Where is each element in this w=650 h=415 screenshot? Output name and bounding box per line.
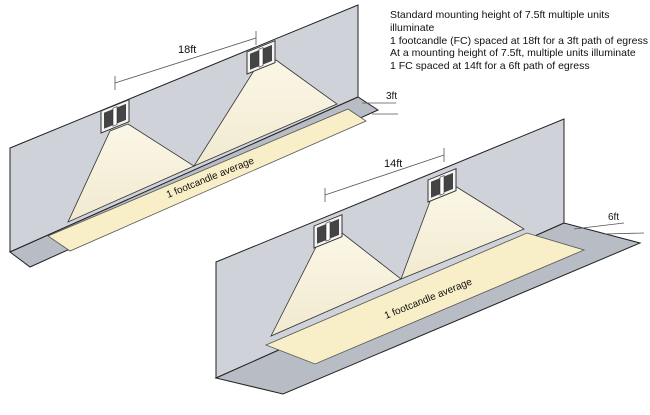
note-standard-line-2: 1 footcandle (FC) spaced at 18ft for a 3… [390,35,648,47]
note-standard-mounting: Standard mounting height of 7.5ft multip… [390,9,650,48]
note-alt-mounting: At a mounting height of 7.5ft, multiple … [390,47,636,73]
scene-top-spacing-label: 18ft [178,44,196,56]
emergency-light-fixture-icon [100,98,130,134]
scene-top-spacing-dimension [114,31,257,90]
emergency-light-fixture-icon [246,39,276,75]
scene-bottom-width-dimension [573,222,645,235]
scene-top-width-label: 3ft [386,91,397,102]
scene-top-lit-path [47,108,367,252]
note-alt-line-2: 1 FC spaced at 14ft for a 6ft path of eg… [390,60,590,72]
scene-bottom-width-label: 6ft [608,212,619,223]
scene-top: 18ft 3ft 1 footcandle average [9,4,398,268]
note-standard-line-1: Standard mounting height of 7.5ft multip… [390,9,610,34]
scene-bottom-spacing-dimension [324,148,445,202]
scene-bottom: 14ft 6ft 1 footcandle average [214,118,645,395]
scene-bottom-spacing-label: 14ft [384,158,402,170]
scene-top-width-dimension [362,102,398,115]
emergency-light-fixture-icon [427,167,457,203]
note-alt-line-1: At a mounting height of 7.5ft, multiple … [390,47,636,59]
scene-bottom-lit-path [264,232,586,365]
emergency-light-fixture-icon [313,213,343,249]
